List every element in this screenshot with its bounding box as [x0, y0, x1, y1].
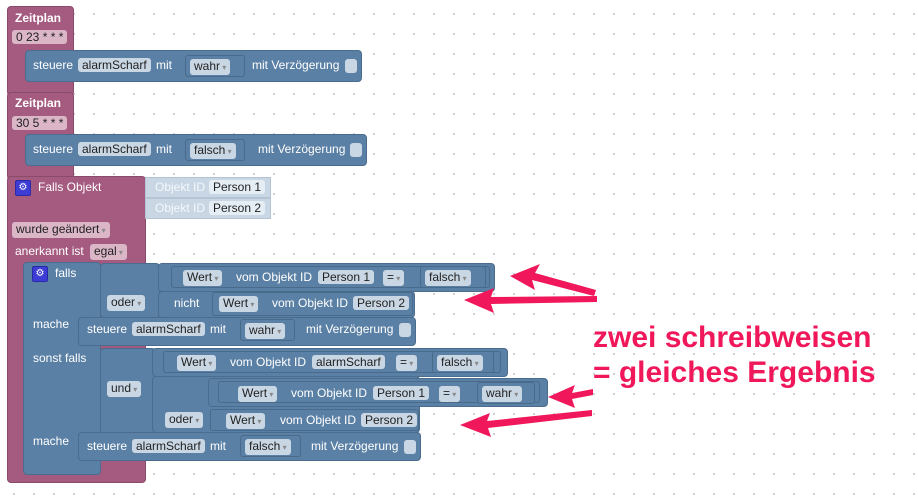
label: vom Objekt ID: [291, 386, 368, 400]
label: mit: [156, 58, 172, 72]
compare-dropdown[interactable]: =: [396, 355, 418, 371]
label: mit Verzögerung: [258, 142, 346, 156]
schedule-title: Zeitplan: [15, 96, 62, 110]
gear-icon[interactable]: ⚙: [32, 266, 48, 282]
object-id-field[interactable]: Person 1: [209, 180, 266, 194]
arrow-icon: [510, 264, 596, 296]
property-dropdown[interactable]: Wert: [177, 355, 217, 371]
value-dropdown[interactable]: wahr: [245, 323, 286, 339]
label: Objekt ID: [155, 201, 206, 215]
schedule-title: Zeitplan: [15, 11, 62, 25]
target-field[interactable]: alarmScharf: [78, 58, 151, 72]
label: vom Objekt ID: [280, 413, 357, 427]
compare-dropdown[interactable]: =: [439, 386, 461, 402]
arrow-icon: [548, 385, 593, 408]
delay-checkbox[interactable]: [345, 59, 357, 73]
label: steuere: [33, 142, 74, 156]
object-id-field[interactable]: Person 1: [373, 386, 430, 400]
value-dropdown[interactable]: falsch: [245, 439, 291, 455]
delay-checkbox[interactable]: [404, 440, 416, 454]
value-dropdown[interactable]: falsch: [437, 355, 483, 371]
value-dropdown[interactable]: wahr: [482, 386, 523, 402]
label: mit: [210, 439, 226, 453]
label: vom Objekt ID: [272, 296, 349, 310]
trigger-title: Falls Objekt: [38, 180, 102, 194]
annotation-line-1: zwei schreibweisen: [593, 321, 872, 354]
operator-dropdown[interactable]: oder: [107, 295, 146, 311]
arrow-icon: [460, 410, 592, 437]
cron-field[interactable]: 30 5 * * *: [12, 116, 68, 130]
delay-checkbox[interactable]: [350, 143, 362, 157]
label: mit Verzögerung: [311, 439, 399, 453]
label: vom Objekt ID: [230, 355, 307, 369]
object-id-field[interactable]: Person 2: [361, 413, 418, 427]
value-dropdown[interactable]: falsch: [190, 143, 236, 159]
arrow-icon: [464, 288, 597, 313]
annotation-line-2: = gleiches Ergebnis: [593, 356, 876, 389]
label: Objekt ID: [155, 180, 206, 194]
compare-dropdown[interactable]: =: [383, 270, 405, 286]
value-dropdown[interactable]: wahr: [190, 59, 231, 75]
target-field[interactable]: alarmScharf: [132, 439, 205, 453]
property-dropdown[interactable]: Wert: [226, 413, 266, 429]
label: sonst falls: [33, 351, 87, 365]
target-field[interactable]: alarmScharf: [78, 142, 151, 156]
object-id-field[interactable]: Person 2: [353, 296, 410, 310]
label: anerkannt ist: [15, 244, 84, 258]
target-field[interactable]: alarmScharf: [132, 322, 205, 336]
property-dropdown[interactable]: Wert: [183, 270, 223, 286]
cron-field[interactable]: 0 23 * * *: [12, 30, 68, 44]
label: mit: [156, 142, 172, 156]
label: steuere: [87, 439, 128, 453]
label: falls: [55, 266, 77, 280]
label: steuere: [33, 58, 74, 72]
object-id-field[interactable]: Person 1: [318, 270, 375, 284]
label: vom Objekt ID: [236, 270, 313, 284]
change-dropdown[interactable]: wurde geändert: [12, 222, 110, 238]
label: mit Verzögerung: [306, 322, 394, 336]
property-dropdown[interactable]: Wert: [219, 296, 259, 312]
label: mit Verzögerung: [252, 58, 340, 72]
delay-checkbox[interactable]: [399, 323, 411, 337]
operator-dropdown[interactable]: und: [107, 381, 142, 397]
object-id-field[interactable]: Person 2: [209, 201, 266, 215]
operator-dropdown[interactable]: oder: [165, 412, 204, 428]
label: mit: [210, 322, 226, 336]
gear-icon[interactable]: ⚙: [15, 180, 31, 196]
object-id-field[interactable]: alarmScharf: [312, 355, 385, 369]
value-dropdown[interactable]: falsch: [425, 270, 471, 286]
label: steuere: [87, 322, 128, 336]
ack-dropdown[interactable]: egal: [90, 244, 127, 260]
label: nicht: [174, 296, 200, 310]
label: mache: [33, 434, 70, 448]
property-dropdown[interactable]: Wert: [238, 386, 278, 402]
label: mache: [33, 317, 70, 331]
